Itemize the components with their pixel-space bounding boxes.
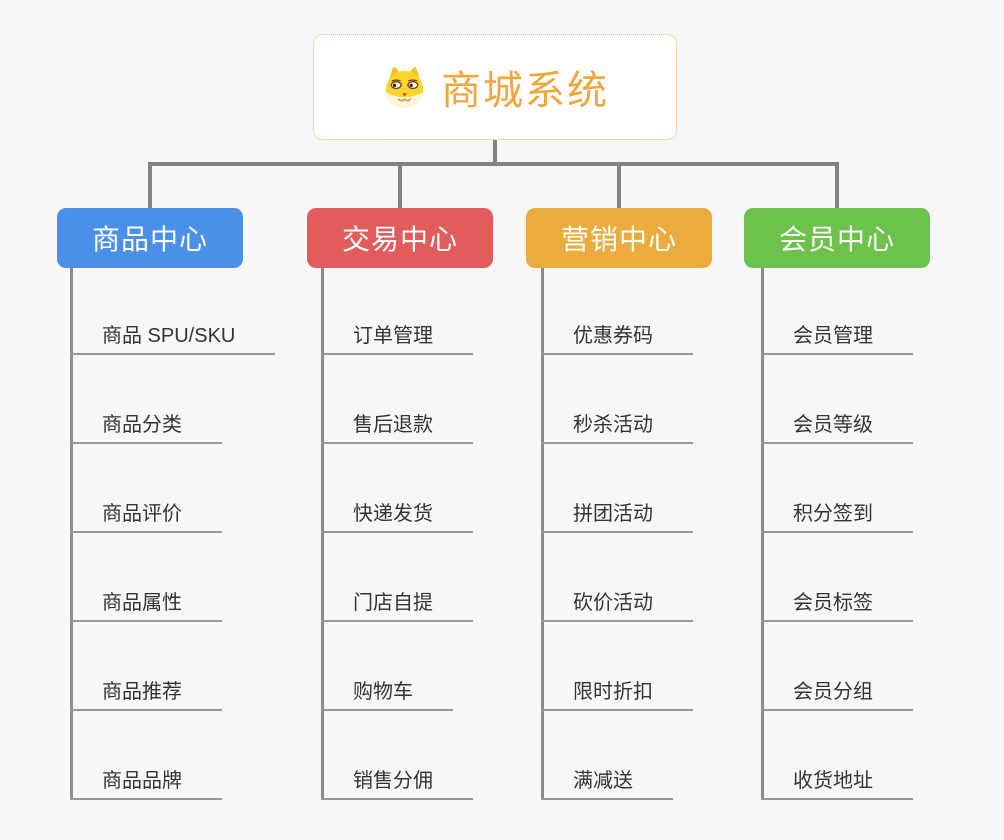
leaf-node[interactable]: 销售分佣 [321,766,473,800]
leaf-node[interactable]: 拼团活动 [541,499,693,533]
spine-branch-2 [321,268,324,800]
connector-drop-branch-1 [148,162,152,208]
branch-label: 营销中心 [560,224,677,255]
leaf-node[interactable]: 满减送 [541,766,673,800]
leaf-node[interactable]: 积分签到 [761,499,913,533]
dog-logo-icon [385,66,424,108]
leaf-node[interactable]: 会员等级 [761,410,913,444]
branch-label: 交易中心 [341,224,458,255]
leaf-node[interactable]: 商品评价 [70,499,222,533]
leaf-node[interactable]: 限时折扣 [541,677,693,711]
connector-horizontal [148,162,839,166]
branch-label: 会员中心 [778,224,895,255]
leaf-node[interactable]: 商品品牌 [70,766,222,800]
leaf-node[interactable]: 快递发货 [321,499,473,533]
leaf-node[interactable]: 优惠券码 [541,321,693,355]
leaf-node[interactable]: 收货地址 [761,766,913,800]
leaf-node[interactable]: 订单管理 [321,321,473,355]
connector-drop-branch-3 [617,162,621,208]
connector-drop-branch-2 [398,162,402,208]
root-title: 商城系统 [441,69,609,113]
leaf-node[interactable]: 门店自提 [321,588,473,622]
spine-branch-4 [761,268,764,800]
branch-label: 商品中心 [91,224,208,255]
spine-branch-3 [541,268,544,800]
spine-branch-1 [70,268,73,800]
leaf-node[interactable]: 购物车 [321,677,453,711]
leaf-node[interactable]: 秒杀活动 [541,410,693,444]
leaf-node[interactable]: 售后退款 [321,410,473,444]
leaf-node[interactable]: 会员标签 [761,588,913,622]
leaf-node[interactable]: 会员分组 [761,677,913,711]
leaf-node[interactable]: 商品属性 [70,588,222,622]
branch-node-marketing-center[interactable]: 营销中心 [526,208,712,268]
leaf-node[interactable]: 商品推荐 [70,677,222,711]
root-node-mall-system[interactable]: 商城系统 [313,34,677,140]
leaf-node[interactable]: 砍价活动 [541,588,693,622]
branch-node-product-center[interactable]: 商品中心 [57,208,243,268]
leaf-node[interactable]: 会员管理 [761,321,913,355]
branch-node-member-center[interactable]: 会员中心 [744,208,930,268]
connector-drop-branch-4 [835,162,839,208]
leaf-node[interactable]: 商品分类 [70,410,222,444]
branch-node-trade-center[interactable]: 交易中心 [307,208,493,268]
connector-root-stem [493,140,497,164]
leaf-node[interactable]: 商品 SPU/SKU [70,321,276,355]
